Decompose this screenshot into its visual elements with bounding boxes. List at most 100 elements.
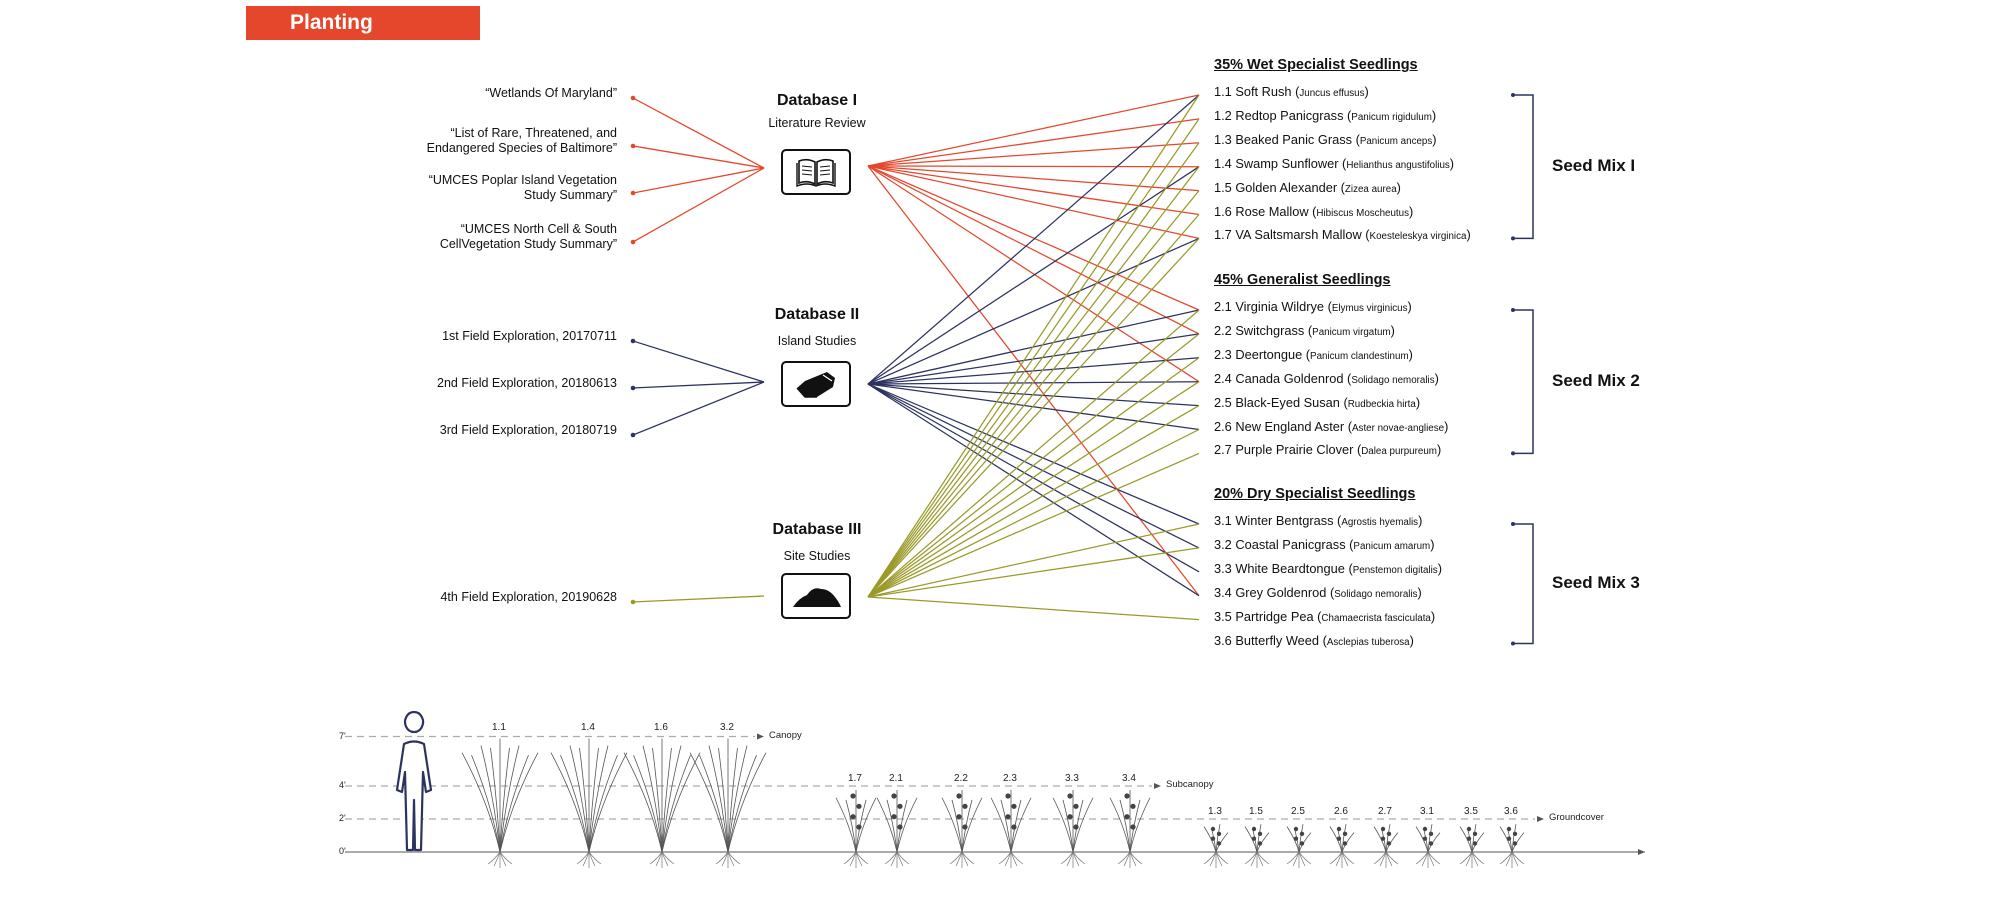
bracket-end-dot [1511, 308, 1515, 312]
species-common-name: 1.1 Soft Rush [1214, 84, 1296, 99]
species-link-line [867, 357, 1200, 598]
species-item: 3.4 Grey Goldenrod (Solidago nemoralis) [1214, 584, 1422, 600]
database-subtitle: Literature Review [768, 116, 866, 130]
plant-1-3 [1203, 824, 1229, 868]
database-title: Database III [772, 521, 862, 538]
plant-id-label: 2.5 [1291, 806, 1305, 817]
plant-id-label: 3.6 [1504, 806, 1518, 817]
plant-2-7 [1373, 824, 1399, 868]
species-link-line [867, 118, 1200, 167]
species-link-line [867, 165, 1200, 168]
species-link-line [867, 547, 1200, 598]
species-link-line [867, 333, 1200, 598]
species-link-line [867, 118, 1200, 598]
seed-mix-bracket [1513, 94, 1534, 240]
species-link-line [867, 405, 1200, 598]
plant-3-3 [1052, 790, 1094, 868]
species-latin-name: Chamaecrista fasciculata [1321, 612, 1431, 624]
database-title: Database I [776, 92, 858, 109]
species-item: 1.3 Beaked Panic Grass (Panicum anceps) [1214, 131, 1437, 147]
source-link-line [632, 145, 765, 169]
plant-id-label: 2.7 [1378, 806, 1392, 817]
plant-id-label: 3.3 [1065, 773, 1079, 784]
database-subtitle: Site Studies [783, 549, 851, 563]
stratum-arrow [757, 733, 764, 740]
plant-id-label: 3.5 [1464, 806, 1478, 817]
plant-1-7 [835, 790, 877, 868]
source-link-line [632, 381, 765, 389]
species-item: 1.2 Redtop Panicgrass (Panicum rigidulum… [1214, 107, 1437, 123]
database-subtitle: Island Studies [777, 334, 857, 348]
species-link-line [867, 142, 1200, 598]
source-label: 4th Field Exploration, 20190628 [440, 589, 617, 604]
bracket-end-dot [1511, 451, 1515, 456]
species-common-name: 1.6 Rose Mallow [1214, 203, 1313, 219]
species-link-line [867, 142, 1200, 167]
species-link-line [867, 166, 1200, 598]
plant-2-2 [941, 790, 983, 868]
stratum-label: Canopy [769, 729, 802, 741]
species-latin-name: Dalea purpureum [1361, 446, 1437, 458]
species-common-name: 3.4 Grey Goldenrod [1214, 584, 1330, 600]
mound-icon [781, 573, 851, 619]
plant-2-1 [876, 790, 918, 868]
species-link-line [867, 428, 1200, 598]
source-link-line [632, 595, 765, 603]
rock-icon [781, 361, 851, 407]
species-link-line [867, 237, 1200, 598]
source-link-line [632, 167, 765, 243]
species-link-line [867, 165, 1200, 335]
species-link-line [867, 94, 1200, 167]
plant-id-label: 1.1 [492, 721, 506, 733]
species-common-name: 2.4 Canada Goldenrod [1214, 370, 1348, 386]
species-item: 1.6 Rose Mallow (Hibiscus Moscheutus) [1214, 203, 1414, 219]
source-label: “Wetlands Of Maryland” [485, 85, 617, 100]
species-link-line [867, 94, 1200, 385]
species-link-line [867, 383, 1200, 407]
stratum-label: Subcanopy [1166, 779, 1214, 790]
species-latin-name: Panicum virgatum [1312, 326, 1391, 338]
source-label: 2nd Field Exploration, 20180613 [437, 375, 617, 390]
species-link-line [867, 94, 1200, 598]
species-link-line [867, 309, 1200, 598]
species-item: 2.4 Canada Goldenrod (Solidago nemoralis… [1214, 370, 1439, 386]
page-title: Planting References [246, 6, 480, 68]
species-item: 2.2 Switchgrass (Panicum virgatum) [1214, 322, 1395, 338]
species-link-line [867, 165, 1200, 383]
species-common-name: 1.2 Redtop Panicgrass [1214, 107, 1348, 123]
plant-id-label: 1.3 [1208, 806, 1222, 817]
species-latin-name: Panicum rigidulum [1351, 111, 1432, 123]
species-link-line [867, 452, 1200, 598]
source-dot [630, 432, 636, 438]
species-link-line [867, 383, 1200, 431]
species-latin-name: Solidago nemoralis [1334, 588, 1418, 600]
species-common-name: 2.1 Virginia Wildrye [1214, 299, 1328, 314]
species-item: 3.3 White Beardtongue (Penstemon digital… [1214, 560, 1442, 576]
species-latin-name: Hibiscus Moscheutus [1316, 207, 1409, 219]
species-item: 1.7 VA Saltsmarsh Mallow (Koesteleskya v… [1214, 227, 1471, 243]
plant-id-label: 2.2 [954, 773, 968, 784]
stratum-label: Groundcover [1549, 812, 1604, 823]
seed-mix-bracket [1513, 309, 1534, 455]
bracket-end-dot [1511, 236, 1515, 241]
plant-3-4 [1109, 790, 1151, 868]
source-dot [630, 143, 636, 149]
plant-3-6 [1499, 824, 1525, 868]
species-common-name: 2.5 Black-Eyed Susan [1214, 394, 1344, 410]
source-dot [630, 190, 636, 196]
source-dot [630, 338, 636, 344]
species-link-line [867, 523, 1200, 598]
species-item: 3.1 Winter Bentgrass (Agrostis hyemalis) [1214, 513, 1423, 528]
plant-id-label: 2.3 [1003, 773, 1017, 784]
species-common-name: 1.7 VA Saltsmarsh Mallow [1214, 227, 1366, 243]
ground-arrow [1638, 849, 1645, 855]
species-common-name: 1.4 Swamp Sunflower [1214, 155, 1343, 171]
seed-group-header: 20% Dry Specialist Seedlings [1214, 486, 1416, 502]
species-latin-name: Juncus effusus [1299, 88, 1365, 99]
seed-mix-label: Seed Mix I [1552, 155, 1636, 175]
species-link-line [867, 166, 1200, 385]
source-dot [630, 95, 636, 101]
species-common-name: 2.7 Purple Prairie Clover [1214, 442, 1357, 458]
